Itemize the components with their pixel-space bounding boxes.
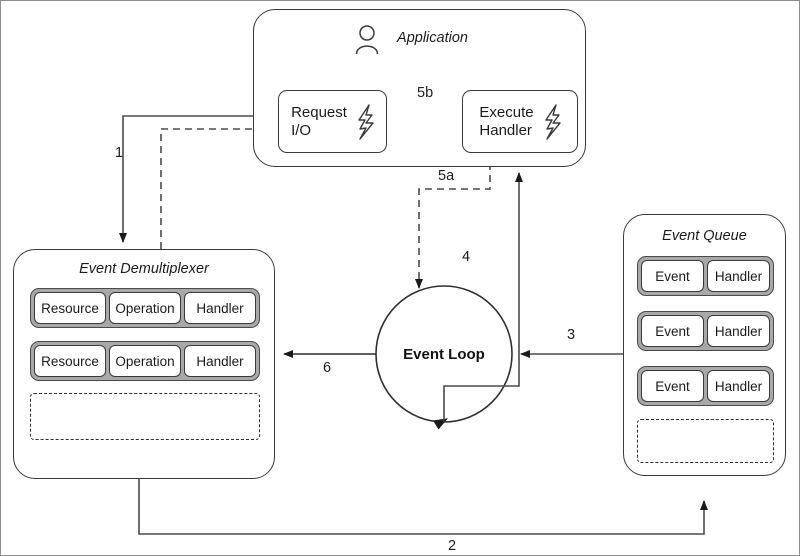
flow-demux-to-request-dashed xyxy=(160,125,270,249)
demux-empty-slot xyxy=(30,393,260,440)
event-queue-group: Event Queue Event Handler Event Handler … xyxy=(623,214,786,476)
queue-cell-handler[interactable]: Handler xyxy=(707,370,770,402)
demux-cell-resource[interactable]: Resource xyxy=(34,345,106,377)
queue-cell-event[interactable]: Event xyxy=(641,315,704,347)
queue-row[interactable]: Event Handler xyxy=(637,311,774,351)
execute-handler-label: Execute Handler xyxy=(479,104,534,139)
flow-2-label: 2 xyxy=(448,538,457,554)
demux-cell-resource[interactable]: Resource xyxy=(34,292,106,324)
queue-row[interactable]: Event Handler xyxy=(637,256,774,296)
demux-row[interactable]: Resource Operation Handler xyxy=(30,288,260,328)
queue-cell-event[interactable]: Event xyxy=(641,370,704,402)
execute-handler-node[interactable]: Execute Handler xyxy=(462,90,578,153)
request-io-node[interactable]: Request I/O xyxy=(278,90,387,153)
queue-cell-event[interactable]: Event xyxy=(641,260,704,292)
flow-6-label: 6 xyxy=(323,360,332,376)
demux-cell-handler[interactable]: Handler xyxy=(184,292,256,324)
event-loop-label: Event Loop xyxy=(403,346,485,363)
event-demultiplexer-group: Event Demultiplexer Resource Operation H… xyxy=(13,249,275,479)
application-title: Application xyxy=(397,30,468,46)
flow-1-line xyxy=(119,115,277,243)
flow-3-label: 3 xyxy=(567,327,576,343)
queue-empty-slot xyxy=(637,419,774,463)
demux-cell-handler[interactable]: Handler xyxy=(184,345,256,377)
application-group: Application Request I/O Execute Handler xyxy=(253,9,586,167)
demux-cell-operation[interactable]: Operation xyxy=(109,345,181,377)
lightning-bolt-icon xyxy=(544,103,561,140)
flow-1-label: 1 xyxy=(115,145,124,161)
flow-5a-line xyxy=(415,151,491,289)
flow-4-label: 4 xyxy=(462,249,471,265)
flow-2-line xyxy=(138,479,708,535)
demux-row[interactable]: Resource Operation Handler xyxy=(30,341,260,381)
flow-5b-label: 5b xyxy=(417,85,434,101)
request-io-label: Request I/O xyxy=(291,104,347,139)
flow-5a-label: 5a xyxy=(438,168,455,184)
queue-cell-handler[interactable]: Handler xyxy=(707,315,770,347)
event-demultiplexer-title: Event Demultiplexer xyxy=(79,261,209,277)
flow-4-line xyxy=(443,172,523,422)
lightning-bolt-icon xyxy=(358,103,374,140)
queue-cell-handler[interactable]: Handler xyxy=(707,260,770,292)
queue-row[interactable]: Event Handler xyxy=(637,366,774,406)
person-icon xyxy=(355,25,379,55)
event-queue-title: Event Queue xyxy=(662,228,747,244)
demux-cell-operation[interactable]: Operation xyxy=(109,292,181,324)
